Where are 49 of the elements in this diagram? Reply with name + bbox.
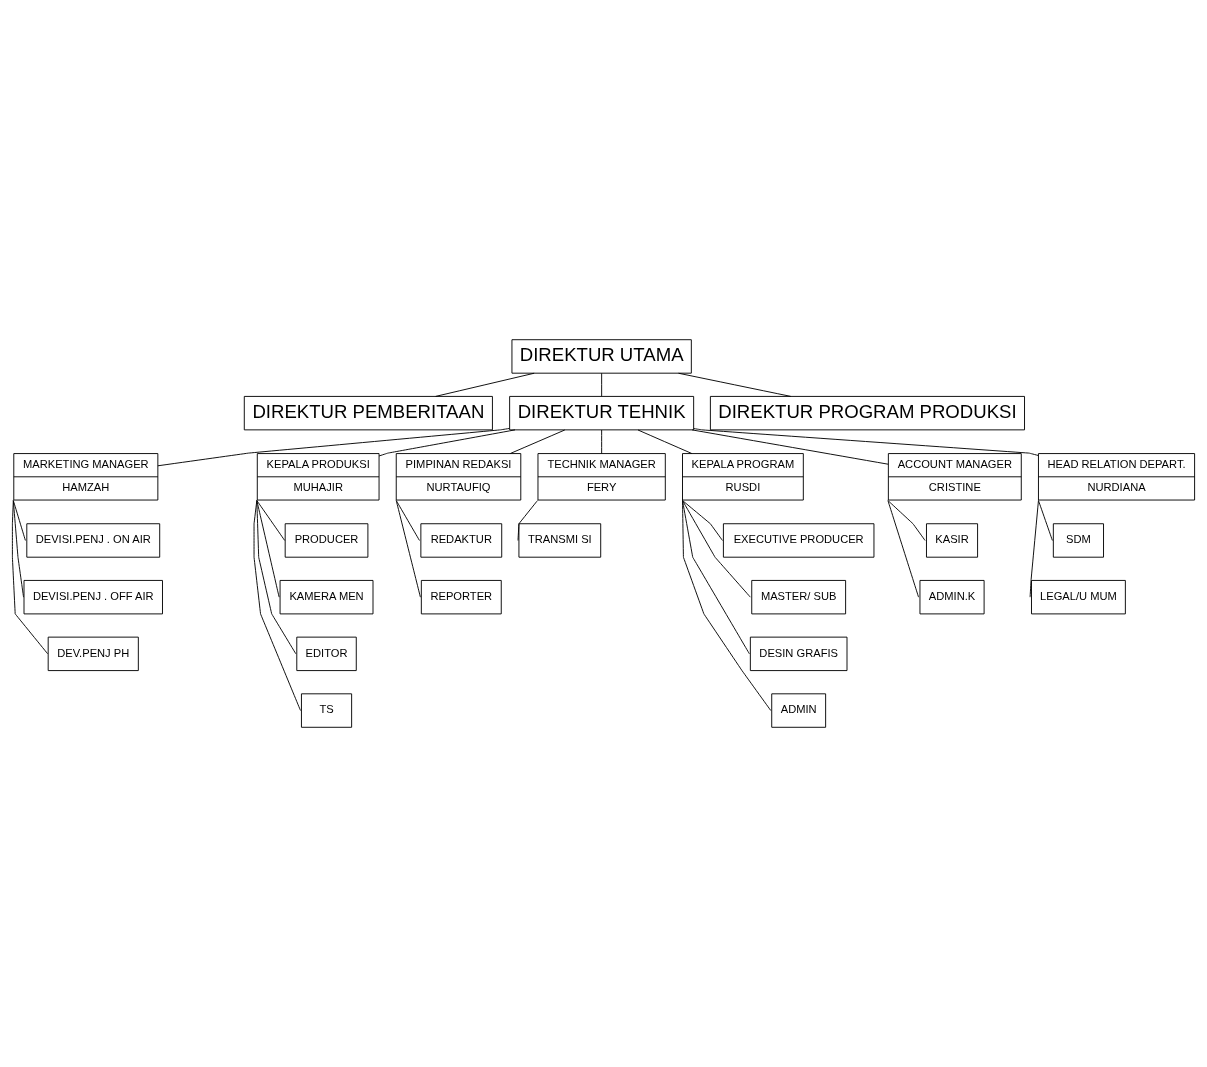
node-box: PRODUCER bbox=[284, 523, 369, 558]
connector bbox=[887, 500, 926, 541]
connector bbox=[887, 500, 920, 598]
node-box: DIREKTUR TEHNIK bbox=[509, 395, 695, 431]
node-box: KAMERA MEN bbox=[279, 579, 374, 615]
connector bbox=[678, 372, 792, 397]
node-box: LEGAL/U MUM bbox=[1031, 579, 1126, 615]
node-box: ADMIN.K bbox=[919, 579, 985, 615]
connector bbox=[682, 500, 751, 598]
connector bbox=[395, 500, 420, 541]
connector bbox=[11, 500, 49, 655]
connector bbox=[435, 372, 535, 397]
node-box: TRANSMI SI bbox=[518, 523, 602, 558]
node-box: SDM bbox=[1052, 523, 1104, 558]
connector bbox=[12, 500, 26, 541]
connector bbox=[12, 500, 24, 598]
node-box: DIREKTUR PROGRAM PRODUKSI bbox=[709, 395, 1025, 431]
connector bbox=[682, 500, 750, 655]
node-box: MASTER/ SUB bbox=[751, 579, 847, 615]
node-box: EDITOR bbox=[296, 636, 357, 672]
node-box: DESIN GRAFIS bbox=[749, 636, 848, 672]
connector bbox=[395, 500, 421, 598]
connector bbox=[253, 500, 301, 711]
connector bbox=[256, 500, 297, 655]
node-box: DEVISI.PENJ . OFF AIR bbox=[23, 579, 163, 615]
connector bbox=[1038, 500, 1053, 541]
node-box: EXECUTIVE PRODUCER bbox=[722, 523, 875, 558]
connector bbox=[378, 429, 516, 457]
node-box: DIREKTUR PEMBERITAAN bbox=[243, 395, 493, 431]
node-box: KASIR bbox=[926, 523, 979, 558]
connector bbox=[256, 500, 286, 541]
connector bbox=[1029, 500, 1039, 598]
connector bbox=[601, 372, 603, 397]
connector bbox=[682, 500, 772, 711]
connector bbox=[157, 428, 510, 467]
node-box: DEVISI.PENJ . ON AIR bbox=[26, 523, 161, 558]
connector bbox=[517, 500, 538, 541]
connector bbox=[682, 500, 723, 541]
connector bbox=[693, 428, 1039, 456]
node-box: REPORTER bbox=[420, 579, 502, 615]
node-box: REDAKTUR bbox=[420, 523, 503, 558]
node-box: ADMIN bbox=[771, 693, 827, 728]
connector bbox=[637, 429, 693, 454]
connector bbox=[691, 429, 889, 465]
node-box: DEV.PENJ PH bbox=[47, 636, 139, 672]
connector bbox=[601, 429, 603, 454]
node-box: TS bbox=[300, 693, 353, 728]
connector bbox=[509, 429, 566, 454]
node-box: DIREKTUR UTAMA bbox=[511, 339, 692, 374]
